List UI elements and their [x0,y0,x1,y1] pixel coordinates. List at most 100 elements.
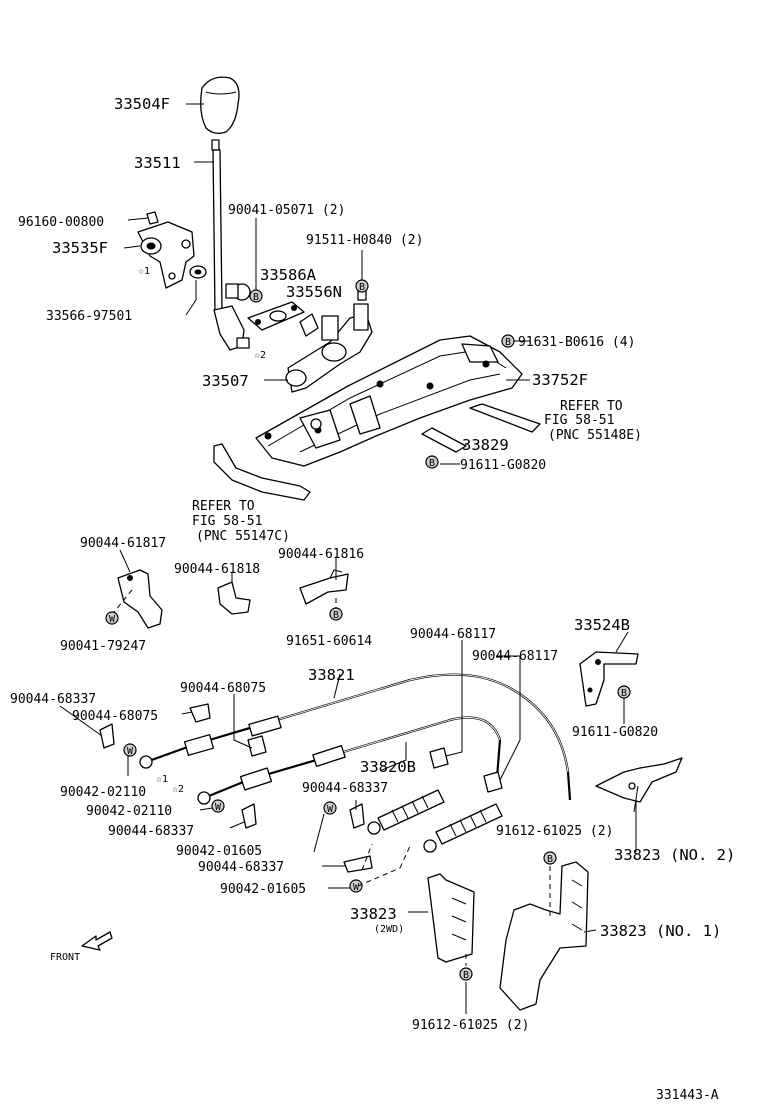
label-refer-2-line-1: REFER TO [192,499,255,514]
label-33823-no2: 33823 (NO. 2) [614,846,735,864]
svg-text:W: W [353,882,360,893]
washer-icon-02110-a: W [123,743,137,757]
lever-ball [225,283,251,301]
bushing-33566 [189,265,207,279]
bolt-icon-g0820-b: B [617,685,631,699]
svg-text:B: B [505,337,511,348]
bracket-33823-no2 [595,757,683,803]
labels: 33504F 33511 96160-00800 33535F ☆1 33566… [10,95,735,1103]
label-90042-01605-b: 90042-01605 [220,882,306,897]
washer-icon-02110-b: W [211,799,225,813]
plate-33586A [247,301,305,331]
svg-text:W: W [327,804,334,815]
label-90044-68075-b: 90044-68075 [72,709,158,724]
svg-text:B: B [429,458,435,469]
label-90041-79247: 90041-79247 [60,639,146,654]
label-33823-no1: 33823 (NO. 1) [600,922,721,940]
cable-33821 [139,673,572,801]
label-90044-68337-d: 90044-68337 [198,860,284,875]
bolt-icon-h0840: B [355,279,369,293]
label-33820B: 33820B [360,758,416,776]
label-front: FRONT [50,952,80,963]
bushing-33556N [299,313,319,337]
label-91651-60614: 91651-60614 [286,634,372,649]
label-91611-G0820-a: 91611-G0820 [460,458,546,473]
svg-text:W: W [127,746,134,757]
label-90044-68337-b: 90044-68337 [302,781,388,796]
label-90042-01605-a: 90042-01605 [176,844,262,859]
bolt-icon-g0820-a: B [425,455,439,469]
front-arrow-icon [81,931,113,951]
label-90044-68117-a: 90044-68117 [410,627,496,642]
svg-text:B: B [333,610,339,621]
label-refer-1-line-3: (PNC 55148E) [548,428,642,443]
label-33823-2wd: 33823 [350,905,397,923]
label-33511: 33511 [134,154,181,172]
label-91612-61025-a: 91612-61025 (2) [496,824,613,839]
bolt-icon-05071: B [249,289,263,303]
label-star-2b: ☆2 [172,784,184,795]
clip-68075-a [189,703,211,723]
clamp-61818 [217,581,251,615]
label-90042-02110-a: 90042-02110 [60,785,146,800]
shift-knob [200,76,240,134]
label-91611-G0820-b: 91611-G0820 [572,725,658,740]
label-refer-2-line-2: FIG 58-51 [192,514,262,529]
label-refer-1-line-1: REFER TO [560,399,623,414]
label-90041-05071: 90041-05071 (2) [228,203,345,218]
label-91631-B0616: 91631-B0616 (4) [518,335,635,350]
label-33829: 33829 [462,436,509,454]
part-33829 [421,427,467,453]
clip-68337-b [241,803,257,829]
figure-id: 331443-A [656,1088,719,1103]
label-90044-61817: 90044-61817 [80,536,166,551]
label-90044-61818: 90044-61818 [174,562,260,577]
selector-lever [137,221,195,289]
svg-text:B: B [547,854,553,865]
bracket-33524B [579,651,639,707]
strip-55147C [213,443,311,501]
label-refer-1-line-2: FIG 58-51 [544,413,614,428]
label-33752F: 33752F [532,371,588,389]
label-91612-61025-b: 91612-61025 (2) [412,1018,529,1033]
clip-68337-a [99,723,115,749]
label-refer-2-line-3: (PNC 55147C) [196,529,290,544]
label-90044-68337-c: 90044-68337 [108,824,194,839]
bolt-icon-61025-a: B [543,851,557,865]
housing-33752F [255,335,523,467]
label-90044-61816: 90044-61816 [278,547,364,562]
svg-text:B: B [621,688,627,699]
svg-text:B: B [463,970,469,981]
label-33535F: 33535F [52,239,108,257]
label-90044-68075-a: 90044-68075 [180,681,266,696]
label-90044-68117-b: 90044-68117 [472,649,558,664]
label-star-1b: ☆1 [156,774,168,785]
bracket-61817 [117,569,163,629]
label-33556N: 33556N [286,283,342,301]
bolt-icon-60614: B [329,607,343,621]
svg-text:W: W [109,614,116,625]
label-33586A: 33586A [260,266,317,284]
leader-lines [59,103,639,1014]
label-90044-68337-a: 90044-68337 [10,692,96,707]
label-90042-02110-b: 90042-02110 [86,804,172,819]
label-star-1: ☆1 [138,266,150,277]
cable-end-right [423,803,503,853]
label-33504F: 33504F [114,95,170,113]
clamp-61816 [299,569,349,605]
svg-text:W: W [215,802,222,813]
bolt-icon-b0616: B [501,334,515,348]
bracket-33823-2wd [427,873,475,963]
label-star-2: ☆2 [254,350,266,361]
shift-lever [211,139,250,351]
svg-text:B: B [359,282,365,293]
washer-icon-79247: W [105,611,119,625]
washer-icon-01605-b: W [349,879,363,893]
label-96160-00800: 96160-00800 [18,215,104,230]
label-33821: 33821 [308,666,355,684]
svg-text:B: B [253,292,259,303]
strip-55148E [469,403,541,433]
label-2wd: (2WD) [374,924,404,935]
label-91511-H0840: 91511-H0840 (2) [306,233,423,248]
